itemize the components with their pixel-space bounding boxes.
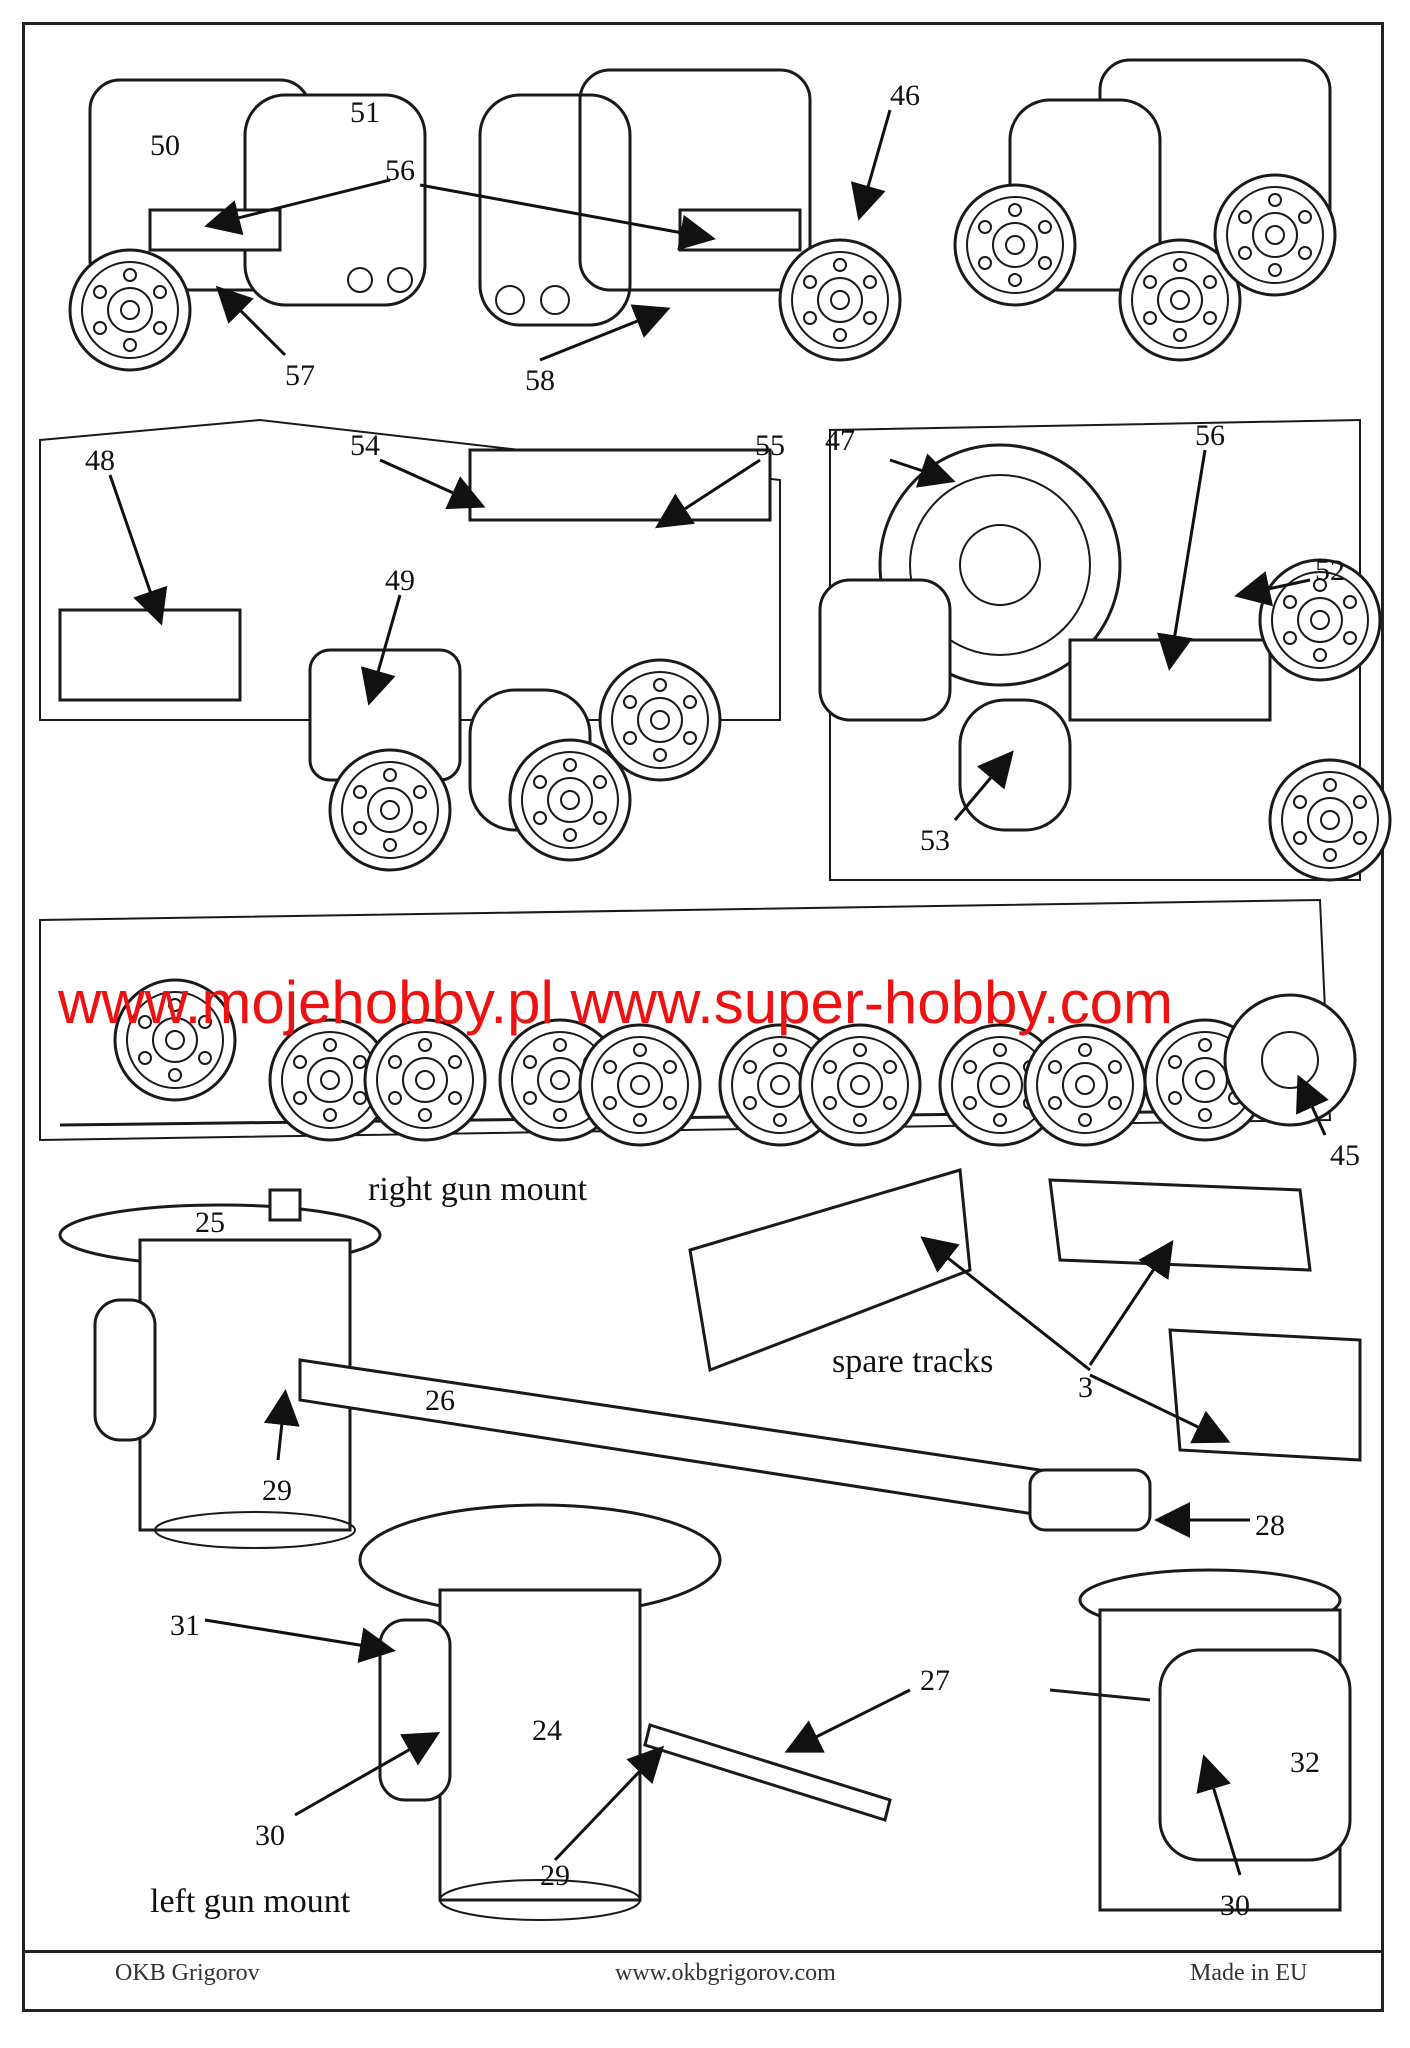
part-label-47: 47 (825, 424, 855, 457)
part-label-55: 55 (755, 429, 785, 462)
part-label-3: 3 (1078, 1371, 1093, 1404)
bogie-middle-drawing (478, 68, 902, 362)
part-label-54: 54 (350, 429, 380, 462)
part-label-49: 49 (385, 564, 415, 597)
caption-spare-tracks: spare tracks (832, 1343, 993, 1380)
part-label-27: 27 (920, 1664, 950, 1697)
part-label-51: 51 (350, 96, 380, 129)
gun-mount-detail-drawing (1049, 1568, 1352, 1912)
caption-right-gun-mount: right gun mount (368, 1171, 588, 1208)
part-label-28: 28 (1255, 1509, 1285, 1542)
part-numbers: 50 51 56 46 57 58 48 54 55 49 47 56 52 5… (85, 79, 1360, 1922)
part-label-52: 52 (1315, 554, 1345, 587)
footer-website: www.okbgrigorov.com (615, 1960, 836, 1986)
bogie-left-drawing (68, 78, 427, 372)
caption-left-gun-mount: left gun mount (150, 1883, 351, 1920)
part-label-26: 26 (425, 1384, 455, 1417)
part-label-56: 56 (385, 154, 415, 187)
bogie-right-drawing (953, 58, 1337, 362)
part-label-56b: 56 (1195, 419, 1225, 452)
footer-origin: Made in EU (1190, 1960, 1308, 1986)
part-label-48: 48 (85, 444, 115, 477)
part-label-58: 58 (525, 364, 555, 397)
part-label-29b: 29 (540, 1859, 570, 1892)
part-label-53: 53 (920, 824, 950, 857)
part-label-29: 29 (262, 1474, 292, 1507)
hull-mount-left-drawing (39, 418, 781, 872)
part-label-57: 57 (285, 359, 315, 392)
leader-arrows (108, 109, 1329, 1876)
part-label-30: 30 (255, 1819, 285, 1852)
instruction-sheet-border (22, 22, 1384, 2012)
footer-divider (22, 1950, 1384, 1953)
part-label-32: 32 (1290, 1746, 1320, 1779)
part-label-25: 25 (195, 1206, 225, 1239)
watermark-text: www.mojehobby.pl www.super-hobby.com (58, 969, 1173, 1036)
part-label-30b: 30 (1220, 1889, 1250, 1922)
part-label-24: 24 (532, 1714, 562, 1747)
spare-tracks-drawing (688, 1168, 1362, 1462)
part-label-50: 50 (150, 129, 180, 162)
part-label-31: 31 (170, 1609, 200, 1642)
left-gun-mount-drawing (358, 1503, 892, 1921)
footer-brand: OKB Grigorov (115, 1960, 260, 1986)
right-gun-mount-drawing (58, 1188, 1152, 1549)
hull-mount-right-drawing (818, 418, 1392, 882)
part-label-46: 46 (890, 79, 920, 112)
part-label-45: 45 (1330, 1139, 1360, 1172)
